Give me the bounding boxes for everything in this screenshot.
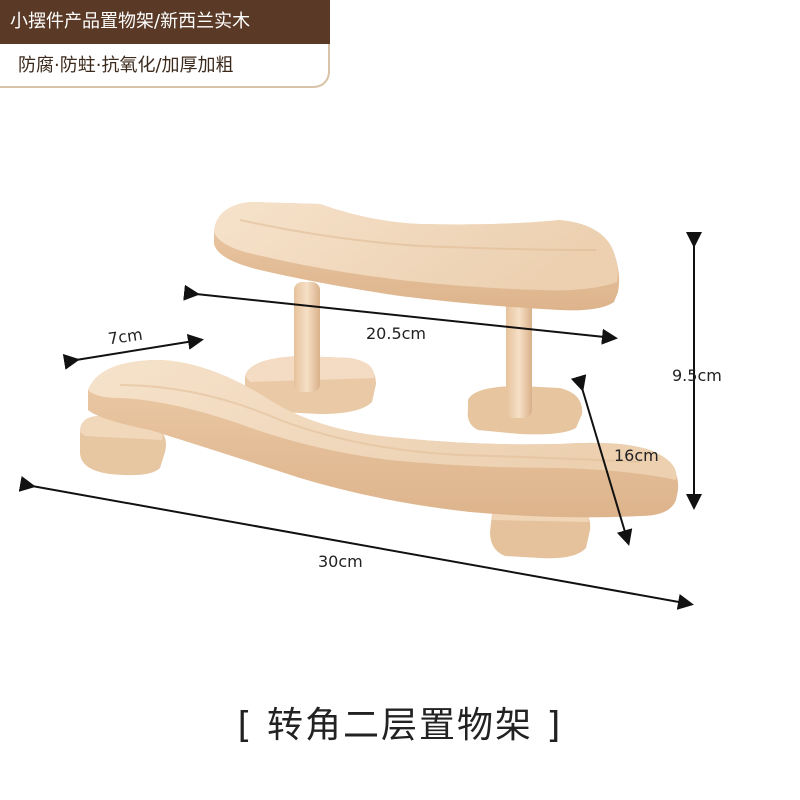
post-left: [294, 282, 320, 392]
product-badge: 小摆件产品置物架/新西兰实木 防腐·防蛀·抗氧化/加厚加粗: [0, 0, 330, 88]
badge-title: 小摆件产品置物架/新西兰实木: [0, 0, 330, 44]
post-right: [506, 300, 532, 418]
dim-arrow-base-length: [18, 476, 694, 610]
foot-left: [80, 416, 166, 476]
product-caption: [ 转角二层置物架 ]: [237, 705, 563, 746]
base-board: [88, 360, 679, 518]
dim-label-base-length: 30cm: [318, 552, 363, 571]
dim-label-depth: 16cm: [614, 446, 659, 465]
dim-arrow-width: [62, 334, 204, 370]
top-board: [214, 202, 620, 311]
dim-arrow-top-length: [183, 284, 618, 345]
dim-label-top-length: 20.5cm: [366, 324, 427, 343]
badge-features: 防腐·防蛀·抗氧化/加厚加粗: [0, 44, 330, 88]
dim-label-height: 9.5cm: [672, 366, 722, 385]
